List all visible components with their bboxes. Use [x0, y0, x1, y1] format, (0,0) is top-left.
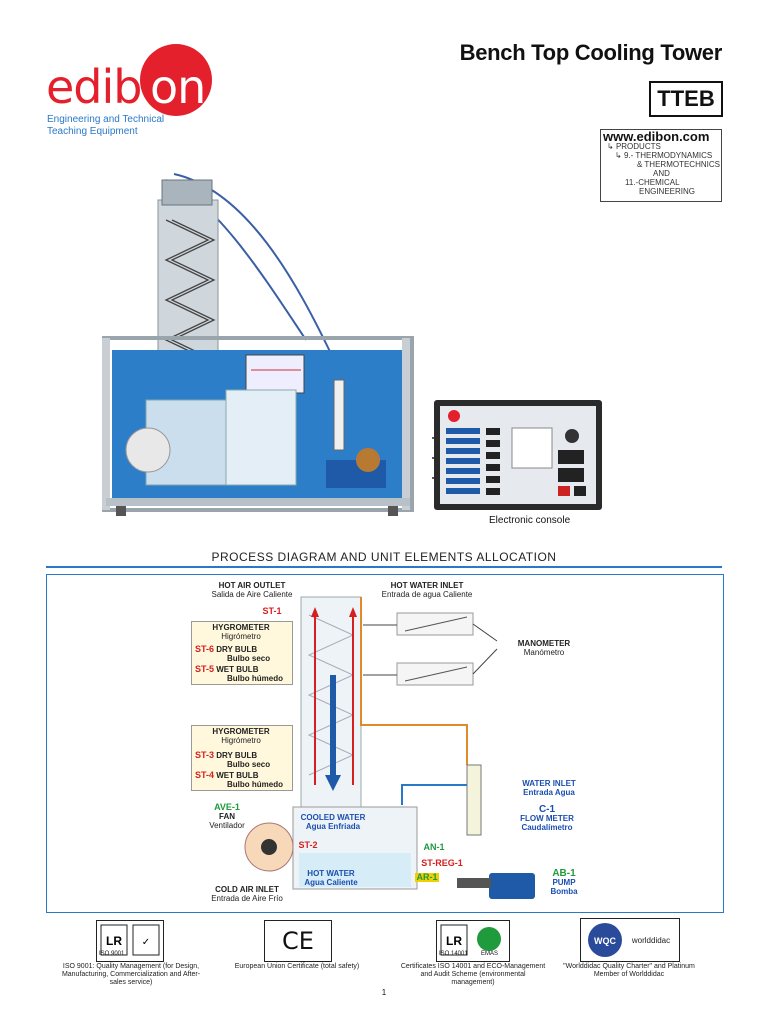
web-line-products: PRODUCTS	[615, 142, 661, 151]
st2-tag: ST-2	[298, 840, 318, 850]
flow-meter-label: C-1 FLOW METER Caudalímetro	[507, 804, 587, 833]
wet-bulb-top: WET BULB	[216, 665, 259, 674]
streg1-tag: ST-REG-1	[421, 858, 463, 868]
svg-text:worlddidac: worlddidac	[631, 936, 670, 945]
water-inlet-label: WATER INLET Entrada Agua	[522, 779, 576, 797]
svg-text:LR: LR	[446, 934, 462, 948]
web-line: & THERMOTECHNICS	[637, 160, 720, 169]
equipment-photo	[102, 173, 414, 516]
dry-bulb-top-es: Bulbo seco	[227, 654, 271, 663]
st4-tag: ST-4	[195, 770, 215, 780]
wet-bulb-top-es: Bulbo húmedo	[227, 674, 283, 683]
st6-tag: ST-6	[195, 644, 215, 654]
process-diagram: HOT AIR OUTLET Salida de Aire Caliente H…	[46, 574, 724, 913]
product-code: TTEB	[649, 81, 723, 117]
section-rule	[46, 566, 722, 568]
hot-air-outlet-label: HOT AIR OUTLET Salida de Aire Caliente	[211, 581, 293, 599]
st4-row: ST-4 WET BULB Bulbo húmedo	[195, 770, 295, 790]
svg-text:LR: LR	[106, 934, 122, 948]
iso9001-logo: LR ✓ ISO 9001	[96, 920, 164, 962]
edibon-logo-on: on	[150, 60, 206, 114]
st3-row: ST-3 DRY BULB Bulbo seco	[195, 750, 295, 770]
cert-worlddidac: "Worlddidac Quality Charter" and Platinu…	[563, 963, 695, 978]
web-line-thermo: 9.- THERMODYNAMICS	[623, 151, 713, 160]
worlddidac-logo: WQC worlddidac	[580, 918, 680, 962]
ave1-tag: AVE-1	[214, 802, 240, 812]
iso9001-logo-text: ISO 9001	[99, 951, 125, 957]
st1-tag: ST-1	[262, 606, 282, 616]
cert-iso9001: ISO 9001: Quality Management (for Design…	[61, 963, 201, 986]
st5-tag: ST-5	[195, 664, 215, 674]
diagram-drawing	[244, 596, 535, 899]
tagline-line2: Teaching Equipment	[47, 126, 138, 137]
hygrometer-top-label: HYGROMETER Higrómetro	[212, 623, 270, 641]
console-caption: Electronic console	[489, 515, 571, 526]
iso14001-logo-text: ISO 14001	[439, 951, 468, 957]
electronic-console-photo	[432, 400, 602, 510]
page-title: Bench Top Cooling Tower	[459, 40, 723, 65]
ce-logo-text: CE	[282, 927, 314, 955]
section-title: PROCESS DIAGRAM AND UNIT ELEMENTS ALLOCA…	[211, 550, 557, 564]
web-line: AND	[653, 169, 670, 178]
dry-bulb-top: DRY BULB	[216, 645, 258, 654]
emas-logo-text: EMAS	[481, 951, 499, 957]
c1-tag: C-1	[538, 804, 556, 815]
cooled-water-label: COOLED WATER Agua Enfriada	[300, 813, 366, 831]
ab1-tag: AB-1	[552, 868, 576, 879]
edibon-logo-circle	[140, 44, 212, 116]
hot-water-inlet-label: HOT WATER INLET Entrada de agua Caliente	[381, 581, 473, 599]
website-url[interactable]: www.edibon.com	[603, 129, 710, 144]
st6-row: ST-6 DRY BULB Bulbo seco	[195, 644, 295, 664]
cert-ce: European Union Certificate (total safety…	[234, 963, 360, 970]
manometer-label: MANOMETER Manómetro	[517, 639, 571, 657]
web-line: ↳ PRODUCTS	[607, 142, 661, 151]
tagline-line1: Engineering and Technical	[47, 114, 165, 125]
hot-water-label: HOT WATER Agua Caliente	[304, 869, 358, 887]
tagline: Engineering and Technical Teaching Equip…	[47, 114, 207, 138]
ce-logo: CE	[264, 920, 332, 962]
cold-air-inlet-label: COLD AIR INLET Entrada de Aire Frío	[211, 885, 283, 903]
cert-iso14001: Certificates ISO 14001 and ECO-Managemen…	[400, 963, 546, 986]
st3-tag: ST-3	[195, 750, 215, 760]
svg-text:✓: ✓	[142, 937, 150, 948]
fan-label: AVE-1 FAN Ventilador	[197, 802, 257, 831]
hygrometer-bottom-label: HYGROMETER Higrómetro	[212, 727, 270, 745]
an1-tag: AN-1	[423, 842, 445, 852]
pump-label: AB-1 PUMP Bomba	[539, 868, 589, 897]
edibon-logo: edib	[46, 60, 142, 114]
web-line: ↳ 9.- THERMODYNAMICS	[615, 151, 713, 160]
dry-bulb-bottom: DRY BULB	[216, 751, 258, 760]
st5-row: ST-5 WET BULB Bulbo húmedo	[195, 664, 295, 684]
web-line: ENGINEERING	[639, 187, 696, 196]
website-box[interactable]: www.edibon.com ↳ PRODUCTS ↳ 9.- THERMODY…	[600, 129, 722, 202]
svg-text:WQC: WQC	[594, 936, 616, 946]
web-line: 11.-CHEMICAL	[625, 178, 680, 187]
page-number: 1	[381, 988, 387, 997]
ar1-tag: AR-1	[415, 872, 439, 882]
wet-bulb-bottom-es: Bulbo húmedo	[227, 780, 283, 789]
hygrometer-box-bottom	[191, 725, 293, 791]
iso14001-emas-logo: LR ISO 14001 EMAS	[436, 920, 510, 962]
hygrometer-box-top	[191, 621, 293, 685]
dry-bulb-bottom-es: Bulbo seco	[227, 760, 271, 769]
wet-bulb-bottom: WET BULB	[216, 771, 259, 780]
